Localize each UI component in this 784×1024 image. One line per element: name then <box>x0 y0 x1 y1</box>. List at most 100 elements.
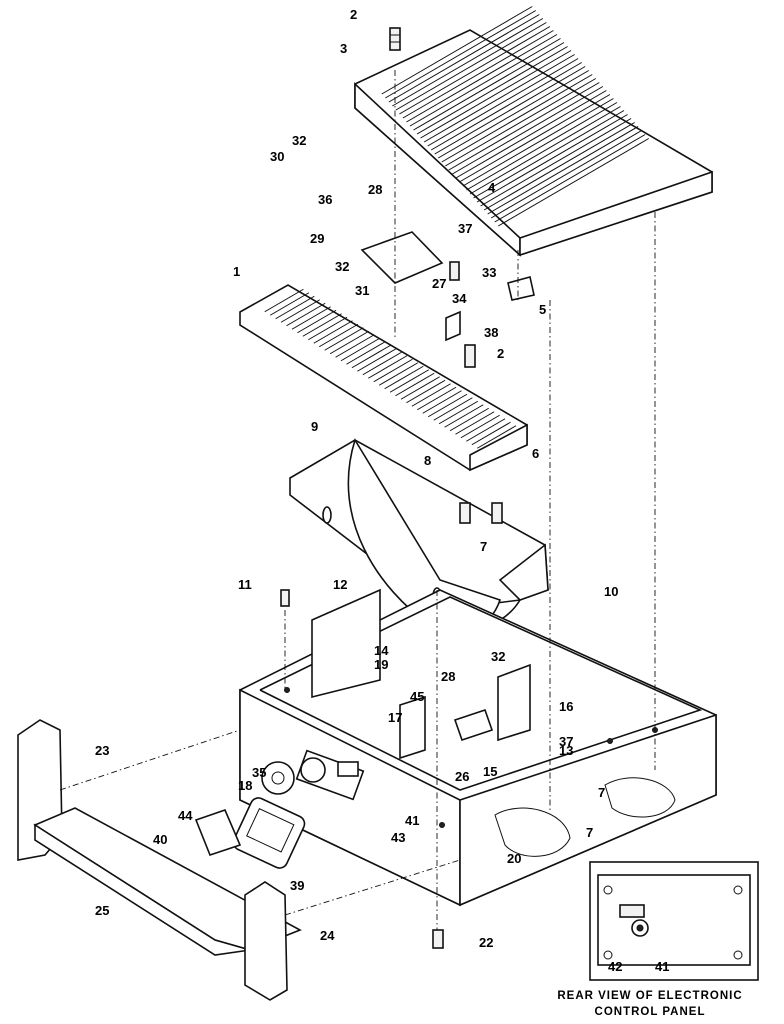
bracket-38 <box>445 310 461 342</box>
label-part-28-low: 28 <box>441 669 456 684</box>
grille-slot <box>437 70 589 159</box>
label-part-45: 45 <box>410 689 425 704</box>
grille-slot <box>427 393 468 418</box>
label-part-20: 20 <box>507 851 522 866</box>
grille-slot <box>417 386 457 411</box>
label-part-5: 5 <box>539 302 547 317</box>
grille-slot <box>427 58 579 147</box>
grille-slot <box>362 351 402 376</box>
label-part-38: 38 <box>484 325 499 340</box>
grille-slot <box>460 414 500 439</box>
grille-slot <box>473 110 625 199</box>
grille-slot <box>286 302 326 327</box>
grille-slot <box>402 30 554 119</box>
grille-slot <box>466 418 506 442</box>
end-cap-right <box>244 881 288 1001</box>
label-part-27: 27 <box>432 276 447 291</box>
screw-33 <box>449 261 460 281</box>
label-part-2-mid: 2 <box>497 346 505 361</box>
label-part-18: 18 <box>238 778 253 793</box>
label-part-1: 1 <box>233 264 241 279</box>
label-part-6: 6 <box>532 446 540 461</box>
grille-slot <box>423 54 575 143</box>
label-part-4: 4 <box>488 180 496 195</box>
rear-view-inset <box>589 861 759 981</box>
grille-slot <box>395 372 435 397</box>
grille-slot <box>416 46 568 135</box>
inset-caption-line-2: CONTROL PANEL <box>594 1006 706 1018</box>
grille-slot <box>483 122 635 211</box>
grille-slot <box>318 323 359 348</box>
label-part-11: 11 <box>238 577 252 592</box>
grille-slot <box>275 295 315 320</box>
basin-tray <box>289 438 549 633</box>
grille-slot <box>308 316 348 341</box>
grille-slot <box>368 355 408 379</box>
clip-45 <box>399 695 426 760</box>
control-panel-bezel <box>232 797 306 869</box>
label-part-7-low: 7 <box>586 825 594 840</box>
label-part-42: 42 <box>608 959 623 974</box>
grille-slot <box>420 50 572 139</box>
grille-slot <box>302 313 342 337</box>
grille-slot <box>411 383 451 407</box>
grille-slot <box>455 90 607 179</box>
label-part-15: 15 <box>483 764 498 779</box>
top-grille <box>354 6 713 257</box>
plate-27 <box>360 231 444 284</box>
main-cabinet <box>239 588 717 907</box>
grille-slot <box>452 86 604 175</box>
label-part-25: 25 <box>95 903 110 918</box>
grille-slot <box>441 74 593 163</box>
grille-slot <box>469 106 621 195</box>
grille-slot <box>291 306 331 330</box>
label-part-9: 9 <box>311 419 319 434</box>
cut-away-7-right <box>604 777 676 818</box>
grille-slot <box>455 411 495 435</box>
grille-slot <box>430 62 582 151</box>
grille-slot <box>324 327 364 351</box>
label-part-32-mid: 32 <box>335 259 350 274</box>
label-part-43: 43 <box>391 830 406 845</box>
grille-slot <box>346 341 386 365</box>
grille-slot <box>462 98 614 187</box>
label-part-41-inset: 41 <box>655 959 670 974</box>
screws-7-mid <box>459 502 503 524</box>
grille-slot <box>477 425 517 449</box>
label-part-31: 31 <box>355 283 370 298</box>
assembly-lines <box>59 70 656 930</box>
cut-away-20 <box>494 807 571 857</box>
grille-slot <box>373 358 413 383</box>
label-part-34: 34 <box>452 291 467 306</box>
grille-slot <box>378 362 419 386</box>
grille-slot <box>335 334 375 358</box>
label-part-16: 16 <box>559 699 574 714</box>
label-part-29: 29 <box>310 231 325 246</box>
panel-insert <box>194 809 242 856</box>
label-part-32-low: 32 <box>491 649 506 664</box>
label-part-33: 33 <box>482 265 497 280</box>
label-part-37-top: 37 <box>458 221 473 236</box>
grille-slot <box>329 330 370 355</box>
label-part-23: 23 <box>95 743 110 758</box>
screw-22 <box>432 929 444 949</box>
label-part-30: 30 <box>270 149 285 164</box>
grille-slot <box>385 10 537 99</box>
grille-slot <box>449 407 489 432</box>
pin-11 <box>280 589 290 607</box>
grille-slot <box>459 94 611 183</box>
grille-slot <box>399 26 551 115</box>
label-part-13: 13 <box>559 743 574 758</box>
label-part-40: 40 <box>153 832 168 847</box>
label-part-2-top: 2 <box>350 7 358 22</box>
label-part-14: 14 <box>374 643 389 658</box>
grille-slot <box>433 397 473 421</box>
switch-15 <box>453 708 494 742</box>
label-part-7-right: 7 <box>598 785 606 800</box>
grille-slot <box>409 38 561 127</box>
grille-slot <box>269 292 310 316</box>
grille-slot <box>264 288 304 313</box>
label-part-35: 35 <box>252 765 267 780</box>
label-part-44: 44 <box>178 808 193 823</box>
